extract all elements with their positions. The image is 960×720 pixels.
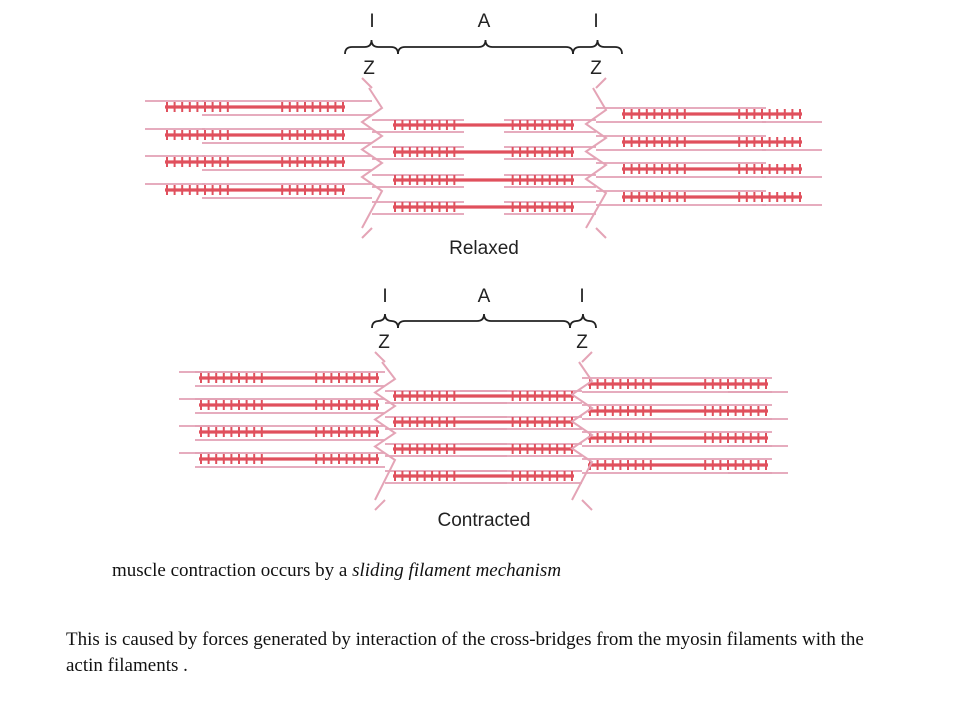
relaxed-brace-i-left [344, 39, 399, 55]
z-line [584, 87, 608, 229]
contracted-label-z-left: Z [378, 332, 390, 353]
relaxed-caption: Relaxed [449, 238, 519, 259]
contracted-label-z-right: Z [576, 332, 588, 353]
relaxed-label-i-right: I [593, 11, 598, 32]
contracted-label-a: A [478, 286, 491, 307]
relaxed-label-z-right: Z [590, 58, 602, 79]
caption-italic-term: sliding filament mechanism [352, 560, 562, 581]
z-line-end [595, 77, 607, 89]
z-line [360, 87, 384, 229]
z-line-end [361, 227, 373, 239]
relaxed-sarcomere [145, 77, 822, 239]
contracted-label-i-right: I [579, 286, 584, 307]
caption-sliding-filament: muscle contraction occurs by a sliding f… [112, 560, 561, 582]
relaxed-label-i-left: I [369, 11, 374, 32]
relaxed-brace-a [397, 39, 574, 55]
contracted-sarcomere [179, 351, 788, 511]
relaxed-label-z-left: Z [363, 58, 375, 79]
contracted-brace-i-left [371, 313, 399, 329]
z-line-end [361, 77, 373, 89]
z-line [570, 361, 594, 501]
z-line-end [581, 351, 593, 363]
z-line-end [581, 499, 593, 511]
z-line [373, 361, 397, 501]
contracted-brace-a [397, 313, 571, 329]
z-line-end [374, 499, 386, 511]
contracted-label-i-left: I [382, 286, 387, 307]
caption-cross-bridges: This is caused by forces generated by in… [66, 629, 864, 676]
contracted-brace-i-right [569, 313, 597, 329]
z-line-end [374, 351, 386, 363]
caption-prefix: muscle contraction occurs by a [112, 560, 353, 581]
relaxed-brace-i-right [572, 39, 623, 55]
z-line-end [595, 227, 607, 239]
relaxed-label-a: A [478, 11, 491, 32]
contracted-caption: Contracted [438, 510, 531, 531]
